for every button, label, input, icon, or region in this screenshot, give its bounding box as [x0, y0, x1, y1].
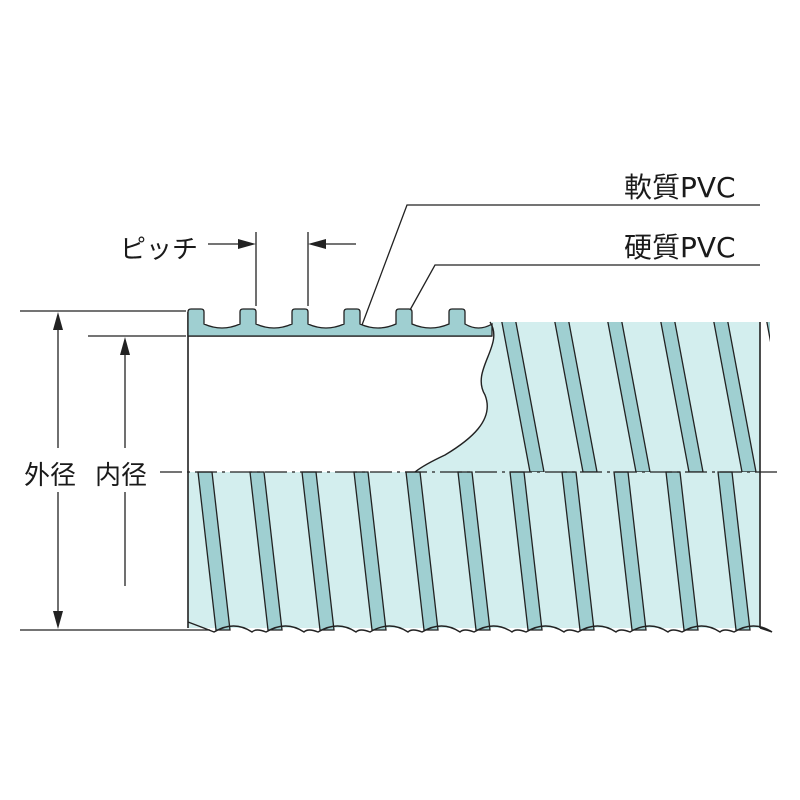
upper-spiral-ribs — [499, 312, 800, 472]
rib-crest — [567, 312, 606, 316]
id-arrow-up — [120, 337, 130, 355]
hard-pvc-label: 硬質PVC — [624, 231, 736, 264]
pitch-arrow-left-head — [238, 239, 256, 249]
spiral-rib — [561, 471, 595, 631]
cutaway-edge — [414, 321, 495, 473]
inner-diameter-label: 内径 — [95, 461, 148, 491]
pitch-arrow-right-head — [308, 239, 326, 249]
spiral-rib — [658, 322, 704, 472]
outer-diameter-label: 外径 — [24, 461, 77, 491]
rib-crest — [779, 312, 800, 316]
wall-profile — [187, 308, 493, 337]
hose-bottom-wave — [187, 621, 773, 633]
soft-pvc-label: 軟質PVC — [624, 171, 736, 204]
pitch-label: ピッチ — [120, 235, 199, 265]
rib-crest — [514, 312, 553, 316]
lower-spiral-ribs — [197, 471, 751, 631]
spiral-rib — [764, 322, 770, 472]
rib-crest — [620, 312, 659, 316]
od-arrow-up — [53, 312, 63, 330]
wall-section-profile — [187, 308, 493, 337]
rib-crest — [673, 312, 712, 316]
spiral-rib — [499, 322, 545, 472]
spiral-rib — [665, 471, 699, 631]
od-arrow-down — [53, 611, 63, 629]
rib-crest — [726, 312, 765, 316]
soft-pvc-leader — [361, 204, 760, 326]
hard-pvc-leader — [409, 264, 760, 311]
spiral-rib — [552, 322, 598, 472]
spiral-rib — [711, 322, 757, 472]
spiral-rib — [605, 322, 651, 472]
